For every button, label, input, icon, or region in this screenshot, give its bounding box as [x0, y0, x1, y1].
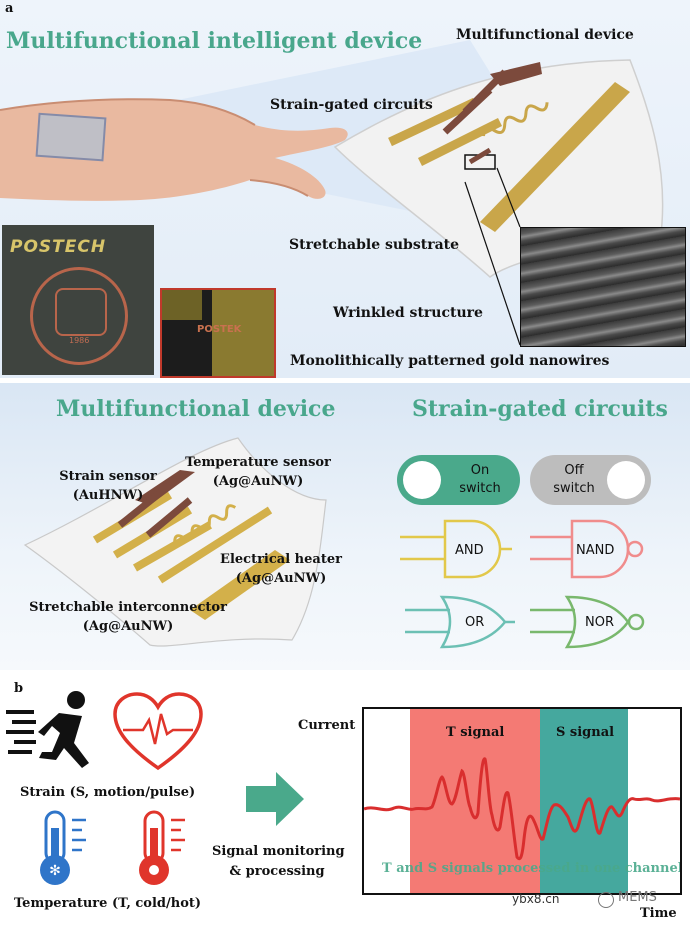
postech-photo-text: POSTECH — [10, 237, 107, 257]
off-switch-label: Off switch — [538, 462, 610, 498]
inset-photo-text: POSTEK — [197, 324, 242, 335]
watermark-site: ybx8.cn — [512, 892, 560, 906]
y-axis-label: Current — [298, 718, 356, 733]
signal-trace — [364, 757, 680, 861]
strain-sensor-label: Strain sensor (AuHNW) — [48, 467, 168, 505]
interconnector-material: (Ag@AuNW) — [82, 619, 174, 634]
strain-sensor-material: (AuHNW) — [72, 488, 144, 503]
s-signal-band — [540, 709, 628, 893]
processing-arrow-icon — [246, 772, 304, 826]
watermark-logo-icon — [598, 892, 614, 908]
temperature-sensor-label: Temperature sensor (Ag@AuNW) — [183, 453, 333, 491]
processing-line2: & processing — [229, 864, 325, 879]
nand-gate-label: NAND — [576, 543, 615, 558]
nand-gate-icon — [530, 519, 644, 579]
label-strain-gated-circuits: Strain-gated circuits — [270, 97, 433, 113]
device-illustration — [23, 437, 327, 647]
and-gate-icon — [400, 519, 512, 579]
t-signal-band — [410, 709, 540, 893]
on-switch-line1: On — [470, 463, 490, 478]
gold-pattern-photo: POSTEK — [160, 288, 276, 378]
off-switch: Off switch — [530, 455, 651, 505]
temperature-label: Temperature (T, cold/hot) — [14, 896, 202, 911]
channel-text: T and S signals processed in one channel — [382, 861, 682, 876]
label-monolithic: Monolithically patterned gold nanowires — [290, 353, 610, 369]
or-gate-label: OR — [465, 615, 485, 630]
off-switch-line2: switch — [553, 481, 595, 496]
svg-text:✻: ✻ — [49, 863, 61, 879]
signal-plot: T signal S signal T and S signals proces… — [362, 707, 682, 895]
on-switch: On switch — [397, 455, 520, 505]
off-switch-line1: Off — [564, 463, 584, 478]
panel-b-letter: b — [14, 681, 24, 696]
s-signal-label: S signal — [556, 725, 615, 740]
electrical-heater-label: Electrical heater (Ag@AuNW) — [216, 550, 346, 588]
label-wrinkled-structure: Wrinkled structure — [333, 305, 483, 321]
cold-thermometer-icon: ✻ — [40, 810, 86, 885]
on-switch-knob — [403, 461, 441, 499]
seal-inner — [55, 288, 107, 336]
heartbeat-icon — [113, 692, 203, 771]
middle-right-title: Strain-gated circuits — [412, 396, 668, 422]
panel-a-title: Multifunctional intelligent device — [6, 28, 423, 54]
on-switch-line2: switch — [459, 481, 501, 496]
processing-line1: Signal monitoring — [212, 844, 345, 859]
and-gate-label: AND — [455, 543, 484, 558]
device-film — [333, 59, 664, 278]
electrical-heater-name: Electrical heater — [220, 552, 342, 567]
postech-photo: POSTECH 1986 — [2, 225, 154, 375]
strain-sensor-name: Strain sensor — [59, 469, 157, 484]
gold-field-2 — [162, 290, 202, 320]
t-signal-label: T signal — [446, 725, 505, 740]
hot-thermometer-icon — [139, 810, 185, 885]
nor-gate-label: NOR — [585, 615, 614, 630]
interconnector-label: Stretchable interconnector (Ag@AuNW) — [28, 598, 228, 636]
watermark-brand: MEMS — [618, 890, 657, 905]
processing-label: Signal monitoring & processing — [212, 842, 345, 882]
panel-a-letter: a — [5, 1, 14, 16]
seal-year: 1986 — [69, 336, 90, 345]
nor-gate-icon — [530, 595, 645, 649]
or-gate-icon — [405, 595, 515, 649]
university-seal: 1986 — [30, 267, 128, 365]
label-multifunctional-device: Multifunctional device — [456, 27, 634, 43]
gold-field — [212, 290, 274, 376]
off-switch-knob — [607, 461, 645, 499]
on-switch-label: On switch — [445, 462, 515, 498]
temperature-sensor-name: Temperature sensor — [185, 455, 331, 470]
interconnector-name: Stretchable interconnector — [29, 600, 227, 615]
zoom-lines — [464, 167, 521, 346]
middle-left-title: Multifunctional device — [56, 396, 336, 422]
label-stretchable-substrate: Stretchable substrate — [289, 237, 460, 253]
electrical-heater-material: (Ag@AuNW) — [235, 571, 327, 586]
x-axis-label: Time — [640, 906, 677, 921]
sem-wrinkle-image — [520, 227, 686, 347]
runner-icon — [6, 691, 89, 768]
logic-gates — [400, 519, 645, 649]
strain-label: Strain (S, motion/pulse) — [20, 785, 196, 800]
temperature-sensor-material: (Ag@AuNW) — [212, 474, 304, 489]
hand-photo — [0, 98, 348, 201]
